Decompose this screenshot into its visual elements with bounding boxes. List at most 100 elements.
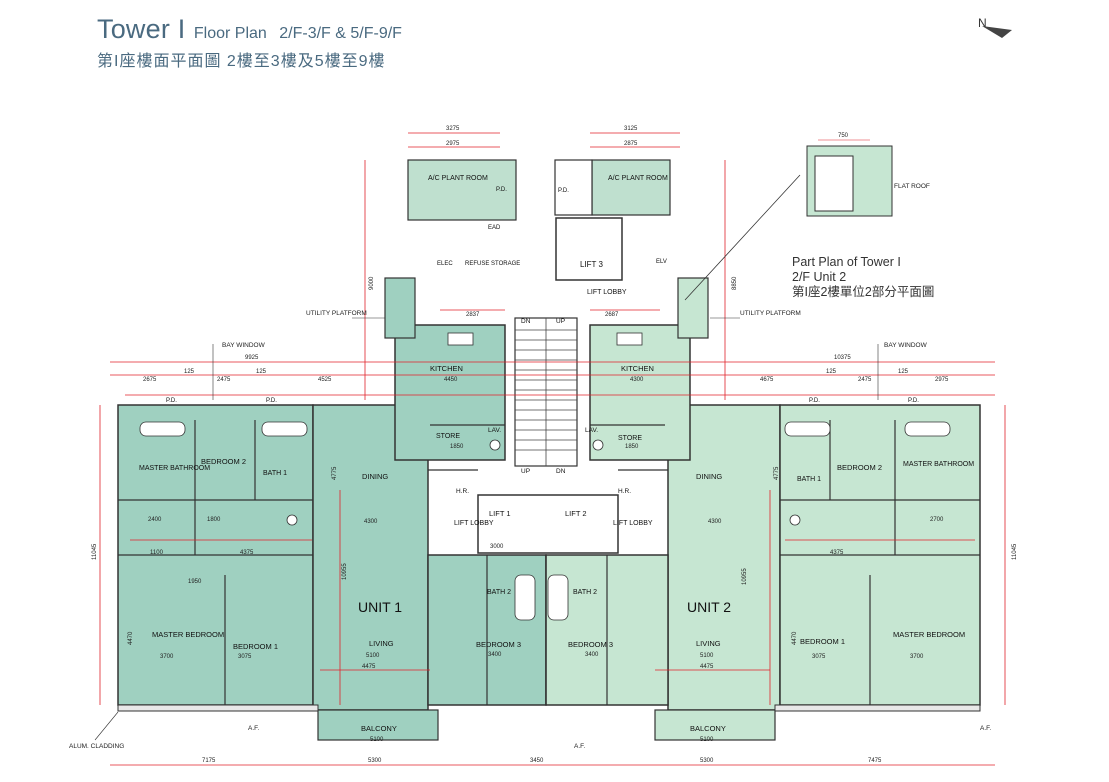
label-kitchen-right: KITCHEN [621, 364, 654, 373]
note-af-2: A.F. [574, 743, 585, 750]
dim-balcony-right: 5100 [700, 737, 714, 743]
label-master-bathroom-right: MASTER BATHROOM [903, 461, 974, 468]
dim-dining-height-right: 4775 [774, 466, 780, 480]
dim-bottom-2: 5300 [368, 758, 382, 764]
label-dining-left: DINING [362, 472, 388, 481]
bath-fixtures [139, 332, 951, 621]
title-chinese: 第I座樓面平面圖 2樓至3樓及5樓至9樓 [97, 53, 386, 70]
note-af-1: A.F. [248, 725, 259, 732]
dimension-lines [99, 132, 1006, 766]
dim-bath-6: 4375 [240, 550, 254, 556]
label-living-right: LIVING [696, 639, 721, 648]
dim-top-right-4: 125 [898, 369, 909, 375]
part-plan-inset: 750 FLAT ROOF [684, 133, 930, 301]
note-flat-roof: FLAT ROOF [894, 183, 930, 190]
label-bedroom2-left: BEDROOM 2 [201, 457, 246, 466]
dim-core-height-right: 8850 [732, 276, 738, 290]
label-master-bedroom-left: MASTER BEDROOM [152, 630, 224, 639]
label-lift3: LIFT 3 [580, 260, 604, 269]
label-elv: ELV [656, 259, 667, 265]
note-alum-cladding: ALUM. CLADDING [69, 743, 124, 750]
label-hr-left: H.R. [456, 488, 469, 495]
dim-bath-7: 4375 [830, 550, 844, 556]
label-master-bedroom-right: MASTER BEDROOM [893, 630, 965, 639]
label-ac-plant-right: A/C PLANT ROOM [608, 175, 668, 182]
dim-core-left-inner: 2975 [446, 141, 460, 147]
label-bath2-right: BATH 2 [573, 589, 597, 596]
label-pd-2: P.D. [266, 398, 277, 404]
part-plan-line2: 2/F Unit 2 [792, 270, 847, 284]
dim-living-overall-right: 4475 [700, 664, 714, 670]
label-bedroom3-right: BEDROOM 3 [568, 640, 613, 649]
note-bay-window-left: BAY WINDOW [222, 342, 266, 349]
label-pd-left: P.D. [496, 187, 507, 193]
part-plan-line3: 第I座2樓單位2部分平面圖 [792, 285, 935, 299]
label-pd-3: P.D. [809, 398, 820, 404]
label-store-left: STORE [436, 433, 460, 440]
dim-top-left-3: 2475 [217, 377, 231, 383]
dim-kitchen-right: 4300 [630, 377, 644, 383]
label-pd-1: P.D. [166, 398, 177, 404]
dim-bottom-1: 7175 [202, 758, 216, 764]
label-elec: ELEC [437, 261, 453, 267]
annotations: UTILITY PLATFORM UTILITY PLATFORM BAY WI… [69, 310, 991, 750]
dim-bath-5: 1100 [150, 550, 164, 556]
label-dining-right: DINING [696, 472, 722, 481]
stair [515, 318, 577, 466]
label-lift1: LIFT 1 [489, 509, 511, 518]
dim-top-right-5: 2975 [935, 377, 949, 383]
dim-top-left-overall: 9925 [245, 355, 259, 361]
label-lift-lobby-top: LIFT LOBBY [587, 289, 627, 296]
note-af-3: A.F. [980, 725, 991, 732]
label-bedroom2-right: BEDROOM 2 [837, 463, 882, 472]
dim-living-left: 5100 [366, 653, 380, 659]
dim-top-right-3: 2475 [858, 377, 872, 383]
north-label: N [978, 16, 987, 30]
north-compass: N [978, 16, 1012, 38]
title-tower: Tower I [97, 14, 186, 44]
dim-kitchen-left: 4450 [444, 377, 458, 383]
note-utility-right: UTILITY PLATFORM [740, 310, 801, 317]
dimension-labels: 3275 2975 3125 2875 9925 10375 2675 125 … [92, 126, 1018, 764]
label-store-right: STORE [618, 435, 642, 442]
dim-balcony-left: 5100 [370, 737, 384, 743]
label-bedroom1-right: BEDROOM 1 [800, 637, 845, 646]
dim-top-left-5: 4525 [318, 377, 332, 383]
dim-bath-3: 2700 [930, 517, 944, 523]
north-arrow-icon [982, 26, 1012, 38]
dim-dining-left: 4300 [364, 519, 378, 525]
dim-dining-height-left: 4775 [332, 466, 338, 480]
part-plan-caption: Part Plan of Tower I 2/F Unit 2 第I座2樓單位2… [792, 255, 934, 300]
dim-bedroom3-left: 3400 [488, 652, 502, 658]
label-unit1: UNIT 1 [358, 599, 402, 615]
label-lav-right: LAV. [585, 427, 598, 434]
label-bath2-left: BATH 2 [487, 589, 511, 596]
dim-top-left-4: 125 [256, 369, 267, 375]
dim-height-left: 11045 [92, 543, 98, 560]
dim-bottom-4: 5300 [700, 758, 714, 764]
dim-top-left-2: 125 [184, 369, 195, 375]
dim-core-right-inner: 2875 [624, 141, 638, 147]
dim-living-height-right: 10955 [742, 568, 748, 585]
note-utility-left: UTILITY PLATFORM [306, 310, 367, 317]
label-living-left: LIVING [369, 639, 394, 648]
interior-walls [118, 420, 980, 705]
label-lift2: LIFT 2 [565, 509, 587, 518]
dim-top-right-overall: 10375 [834, 355, 851, 361]
title-block: Tower I Floor Plan 2/F-3/F & 5/F-9/F 第I座… [97, 14, 402, 71]
label-dn-top: DN [521, 318, 531, 325]
label-bath1-right: BATH 1 [797, 476, 821, 483]
label-bedroom1-left: BEDROOM 1 [233, 642, 278, 651]
dim-living-height-left: 10955 [342, 563, 348, 580]
dim-lobby-left: 2837 [466, 312, 480, 318]
dim-core-height-left: 9000 [369, 276, 375, 290]
label-bedroom3-left: BEDROOM 3 [476, 640, 521, 649]
dim-bath-4: 1950 [188, 579, 202, 585]
note-bay-window-right: BAY WINDOW [884, 342, 928, 349]
dim-store-left: 1850 [450, 444, 464, 450]
label-hr-right: H.R. [618, 488, 631, 495]
dim-dining-right: 4300 [708, 519, 722, 525]
inset-dim-750: 750 [838, 133, 849, 139]
dim-bedroom1-right: 3075 [812, 654, 826, 660]
label-lift-lobby-left: LIFT LOBBY [454, 520, 494, 527]
